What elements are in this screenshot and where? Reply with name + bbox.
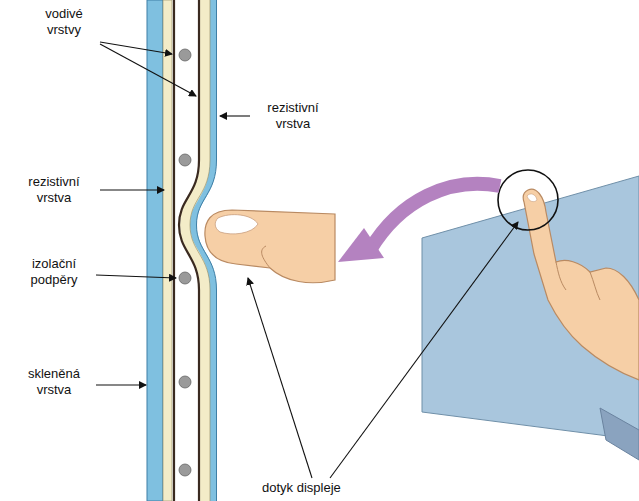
layer-label: skleněná vrstva (14, 366, 94, 398)
finger (205, 210, 335, 283)
touch-label: dotyk displeje (262, 480, 341, 496)
zoom-circle (498, 170, 558, 230)
layer-label: izolační podpěry (14, 256, 94, 288)
conductive-layer (173, 0, 175, 501)
hand (523, 189, 639, 460)
layer-label: rezistivní vrstva (254, 100, 332, 132)
resistive-layer (163, 0, 172, 501)
layer-label: vodivé vrstvy (28, 6, 100, 38)
glass-layer (147, 0, 163, 501)
insulating-supports (179, 49, 191, 476)
layer-label: rezistivní vrstva (14, 174, 94, 206)
zoom-arrow (338, 184, 500, 262)
leader-lines (96, 42, 518, 478)
